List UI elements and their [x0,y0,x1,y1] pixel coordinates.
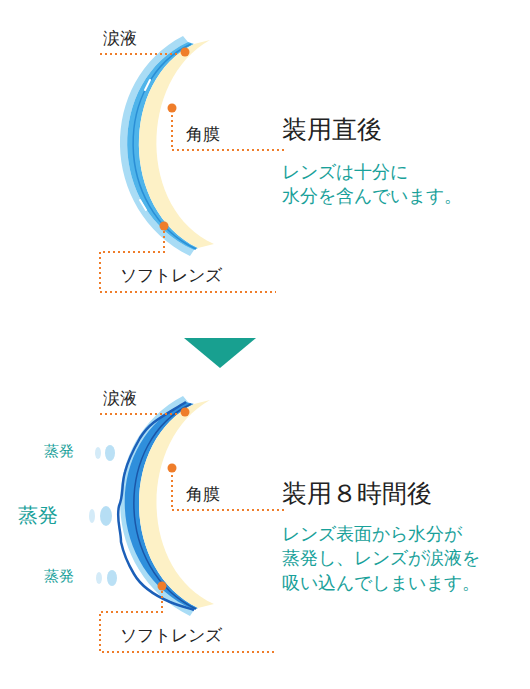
evaporation-label: 蒸発 [44,442,74,461]
evaporation-label: 蒸発 [18,503,58,528]
leader-dot [168,464,177,473]
puff [89,509,95,523]
part-name: ソフトレンズ [120,625,222,646]
leader-line [100,226,276,292]
puff [100,506,112,526]
puff [107,570,117,586]
lens-highlight [140,200,146,210]
stage-heading: 装用８時間後 [282,478,432,509]
stage-heading: 装用直後 [282,114,382,145]
evaporation-puffs [89,445,117,586]
part-name: 涙液 [103,388,137,409]
eye-bottom [118,396,214,616]
evaporation-label: 蒸発 [44,567,74,586]
puff [105,445,115,461]
stage-note: レンズは十分に 水分を含んでいます。 [282,160,522,209]
leader-line [100,413,180,415]
leader-dot [181,48,190,57]
leader-dots-top [160,48,190,231]
part-name: ソフトレンズ [120,265,222,286]
leader-line [100,586,276,652]
puff [95,447,101,459]
leader-dots-bottom [158,408,190,591]
part-name: 涙液 [103,28,137,49]
leader-dot [158,582,167,591]
leader-dot [160,222,169,231]
lens-highlight [145,80,150,90]
stage-note: レンズ表面から水分が 蒸発し、レンズが涙液を 吸い込んでしまいます。 [282,522,522,595]
down-arrow [184,338,256,368]
part-name: 角膜 [186,484,220,505]
leader-line [172,470,286,510]
part-name: 角膜 [186,124,220,145]
leaders-bottom [100,414,286,652]
leader-line [172,110,286,150]
leader-dot [181,408,190,417]
leader-line [100,53,180,55]
eye-top [120,36,214,256]
leaders-top [100,54,286,292]
puff [96,572,102,584]
leader-dot [168,104,177,113]
